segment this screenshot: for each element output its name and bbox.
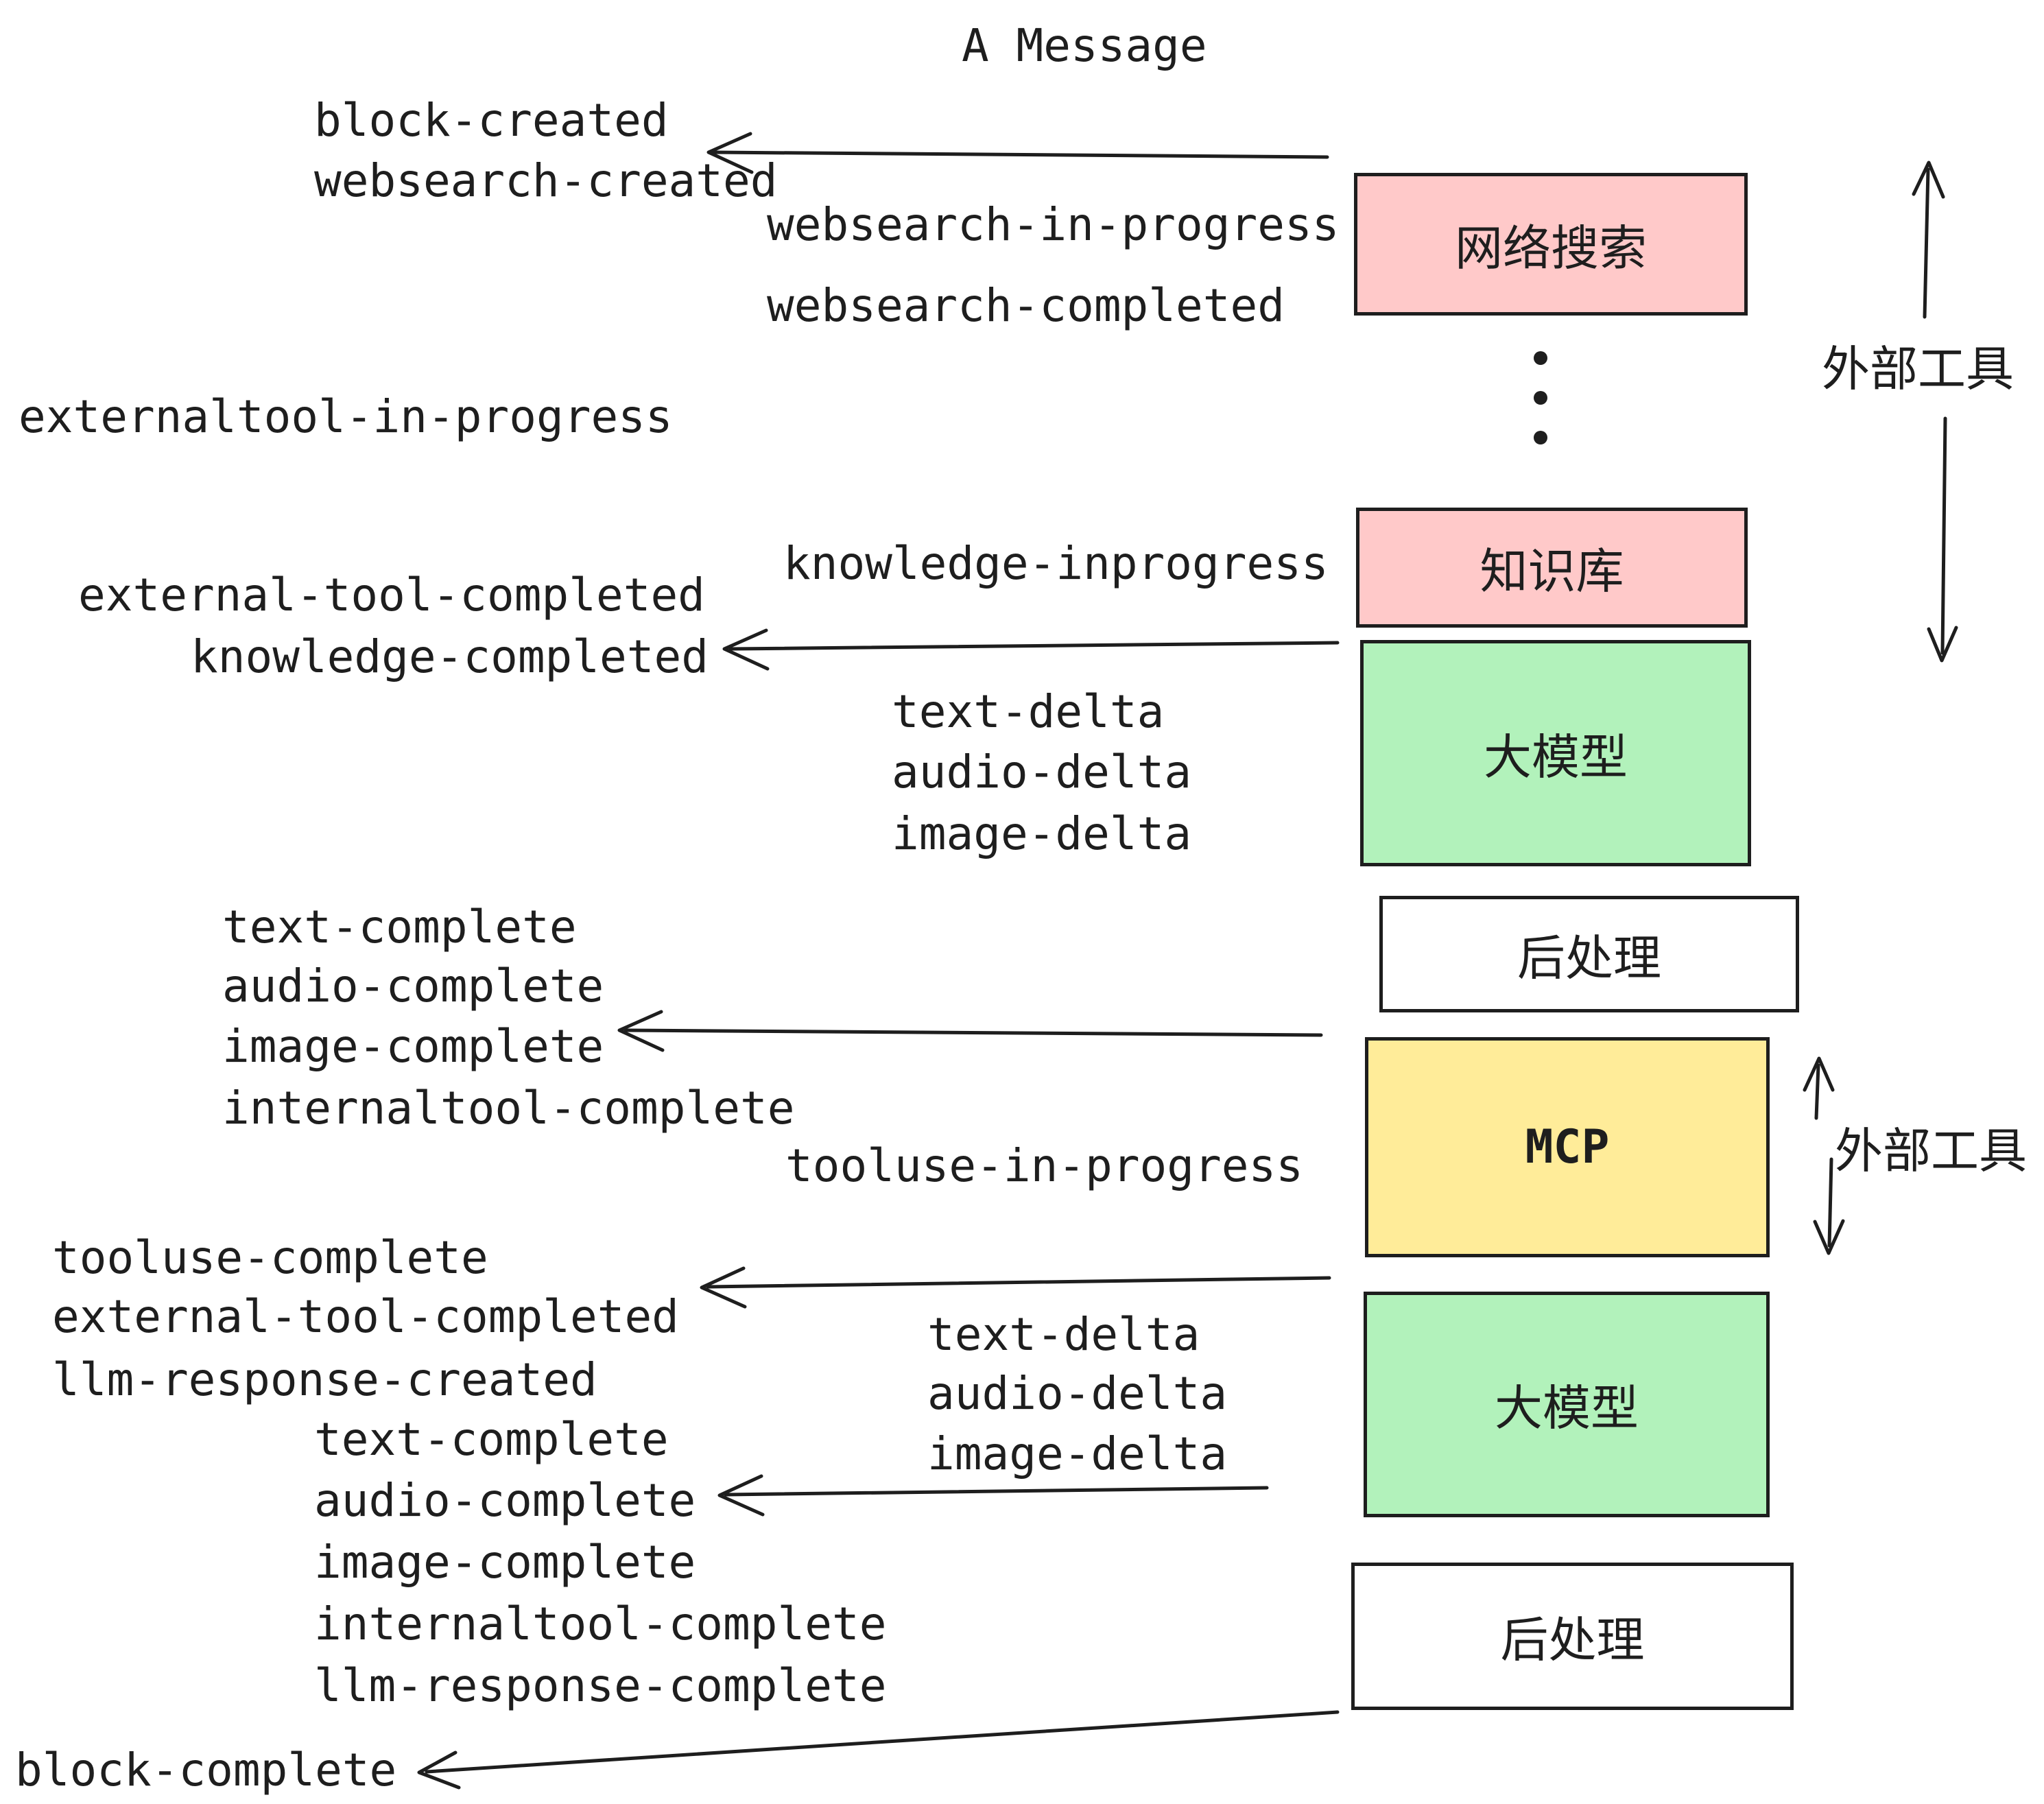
knowledge-base-box-label: 知识库	[1479, 545, 1624, 598]
event-internaltool-complete: internaltool-complete	[222, 1082, 795, 1135]
event-text-complete: text-complete	[222, 901, 577, 953]
event-websearch-in-progress: websearch-in-progress	[767, 198, 1340, 251]
event-audio-delta: audio-delta	[892, 746, 1192, 798]
llm-box-1-label: 大模型	[1484, 730, 1628, 784]
event-knowledge-completed: knowledge-completed	[191, 630, 709, 683]
event-tooluse-in-progress: tooluse-in-progress	[785, 1139, 1303, 1192]
arrow-to-image-complete	[617, 1010, 1323, 1052]
event-audio-delta-2: audio-delta	[927, 1367, 1228, 1420]
post-processing-box-2-label: 后处理	[1500, 1613, 1645, 1667]
arrow-to-audio-complete	[717, 1474, 1269, 1517]
websearch-box-label: 网络搜索	[1455, 221, 1647, 275]
event-audio-complete: audio-complete	[222, 960, 604, 1012]
external-tools-down-arrow-2	[1813, 1157, 1845, 1255]
event-websearch-completed: websearch-completed	[767, 279, 1285, 332]
event-llm-response-complete: llm-response-complete	[314, 1659, 887, 1712]
arrow-to-knowledge-completed	[722, 628, 1340, 671]
llm-box-1: 大模型	[1360, 640, 1751, 866]
event-text-complete-2: text-complete	[314, 1413, 669, 1466]
event-image-delta-2: image-delta	[927, 1427, 1228, 1480]
event-audio-complete-2: audio-complete	[314, 1474, 696, 1527]
arrow-to-block-created	[706, 132, 1329, 174]
event-image-complete-2: image-complete	[314, 1536, 696, 1589]
event-tooluse-complete: tooluse-complete	[52, 1231, 488, 1284]
post-processing-box-1-label: 后处理	[1517, 931, 1661, 985]
mcp-box-label: MCP	[1525, 1120, 1610, 1174]
ellipsis-dots	[1534, 351, 1547, 444]
arrow-to-tooluse-complete	[700, 1266, 1331, 1309]
knowledge-base-box: 知识库	[1356, 508, 1748, 628]
external-tools-label-1: 外部工具	[1822, 342, 2014, 396]
event-knowledge-inprogress: knowledge-inprogress	[783, 537, 1329, 590]
event-websearch-created: websearch-created	[314, 154, 778, 207]
event-block-created: block-created	[314, 94, 669, 147]
event-block-complete: block-complete	[15, 1744, 397, 1796]
event-internaltool-complete-2: internaltool-complete	[314, 1598, 887, 1650]
llm-box-2-label: 大模型	[1495, 1381, 1639, 1435]
event-text-delta: text-delta	[892, 685, 1165, 738]
post-processing-box-2: 后处理	[1351, 1563, 1794, 1710]
event-llm-response-created: llm-response-created	[52, 1353, 597, 1406]
post-processing-box-1: 后处理	[1379, 896, 1799, 1012]
page-title: A Message	[962, 19, 1207, 72]
llm-box-2: 大模型	[1364, 1292, 1770, 1517]
external-tools-label-2: 外部工具	[1835, 1124, 2027, 1178]
event-external-tool-completed-2: external-tool-completed	[52, 1290, 679, 1343]
websearch-box: 网络搜索	[1354, 173, 1748, 316]
arrow-to-block-complete	[417, 1710, 1340, 1790]
event-image-delta: image-delta	[892, 807, 1192, 860]
event-external-tool-completed: external-tool-completed	[78, 569, 705, 621]
external-tools-up-arrow-2	[1803, 1056, 1835, 1120]
external-tools-up-arrow-1	[1912, 161, 1945, 319]
event-text-delta-2: text-delta	[927, 1308, 1200, 1361]
event-image-complete: image-complete	[222, 1020, 604, 1073]
event-externaltool-in-progress: externaltool-in-progress	[19, 390, 673, 443]
external-tools-down-arrow-1	[1927, 416, 1958, 663]
mcp-box: MCP	[1365, 1037, 1770, 1257]
